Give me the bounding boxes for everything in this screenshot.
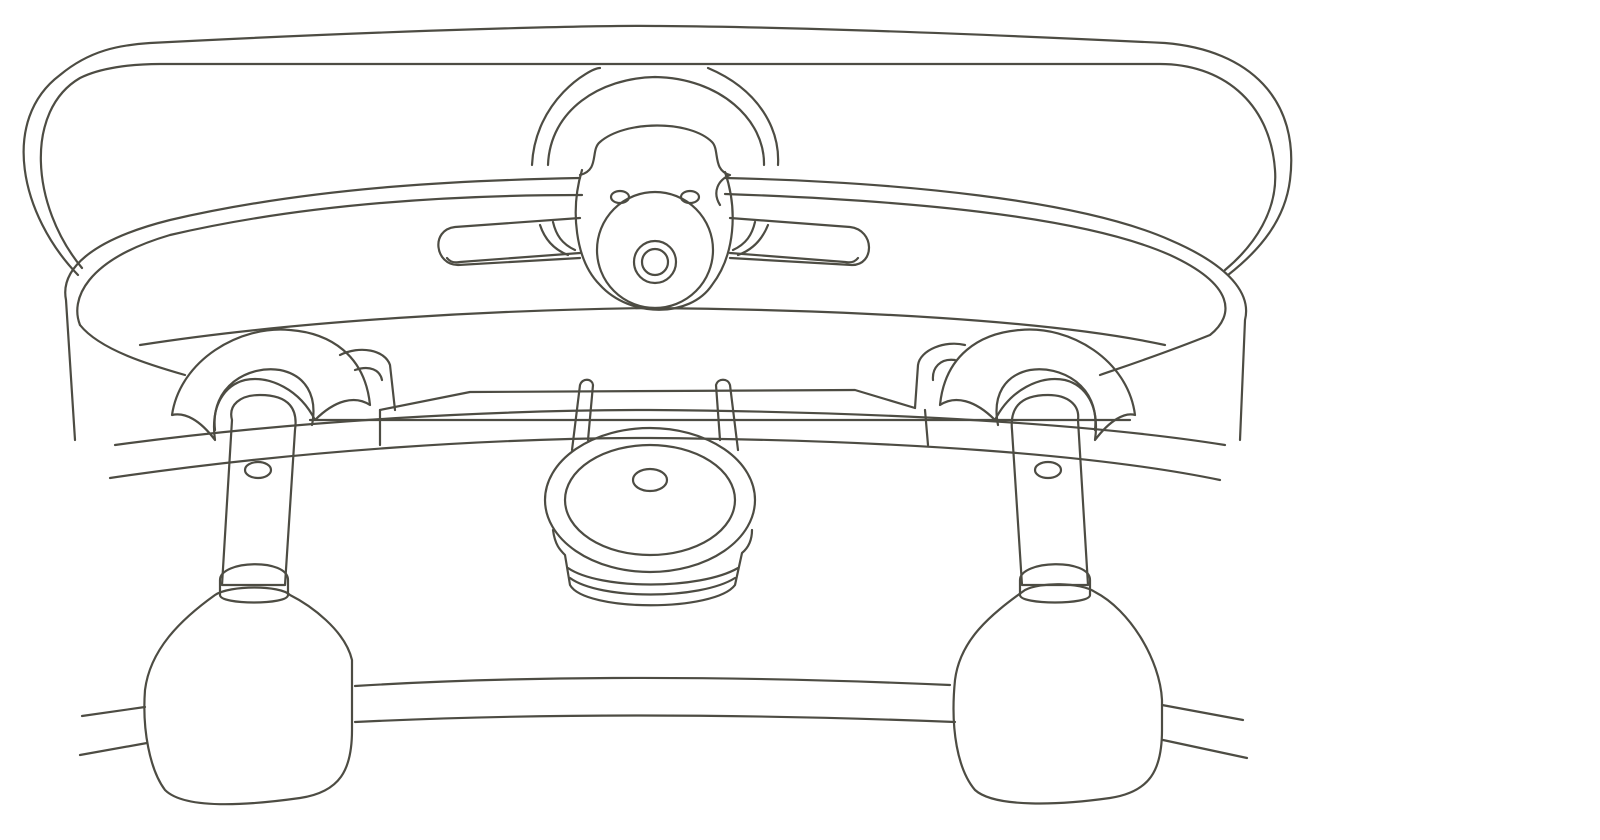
- crown-strap-outer: [64, 176, 1248, 442]
- outer-headband: [22, 24, 1293, 277]
- inner-headband: [39, 62, 1277, 272]
- dial-housing-outer: [530, 66, 780, 167]
- dial-knob-body: [574, 168, 734, 311]
- dial-ring-left: [538, 220, 577, 257]
- left-hinge-block: [338, 348, 397, 447]
- pad-post-left: [570, 378, 595, 452]
- dial-knob-face: [595, 190, 715, 310]
- dial-knob-button-inner: [640, 247, 670, 277]
- center-bracket: [308, 388, 1132, 422]
- right-arm-hole: [1033, 460, 1063, 480]
- left-yoke: [170, 328, 372, 442]
- dial-ring-right: [731, 220, 770, 257]
- crown-strap-inner: [76, 192, 1227, 377]
- center-pad-inner: [563, 443, 737, 557]
- pad-post-right: [714, 378, 740, 452]
- center-pad-base: [551, 528, 754, 607]
- center-pad-button: [631, 467, 669, 493]
- left-arm-collar: [218, 563, 290, 604]
- dial-housing-inner: [546, 75, 766, 167]
- lower-band-bottom: [78, 714, 1249, 760]
- right-arm-collar: [1018, 563, 1092, 604]
- left-arm-hole: [243, 460, 273, 480]
- dial-hole-right: [679, 189, 701, 205]
- lower-band: [80, 676, 1245, 722]
- upper-band: [113, 408, 1227, 447]
- right-arm: [1010, 393, 1090, 587]
- right-hinge-block: [913, 342, 967, 447]
- dial-knob-button: [632, 239, 678, 285]
- left-earpiece: [143, 586, 354, 806]
- right-earpiece: [952, 583, 1164, 805]
- center-pad-outer: [543, 426, 757, 574]
- dial-knob-cap: [578, 124, 732, 207]
- left-yoke-ring: [213, 368, 315, 432]
- adjuster-slot-inner: [445, 251, 860, 264]
- crown-strap-lower: [78, 306, 1167, 377]
- dial-hole-left: [609, 189, 631, 205]
- adjuster-slot: [437, 216, 871, 267]
- right-yoke-ring: [995, 368, 1097, 432]
- left-arm: [220, 393, 297, 587]
